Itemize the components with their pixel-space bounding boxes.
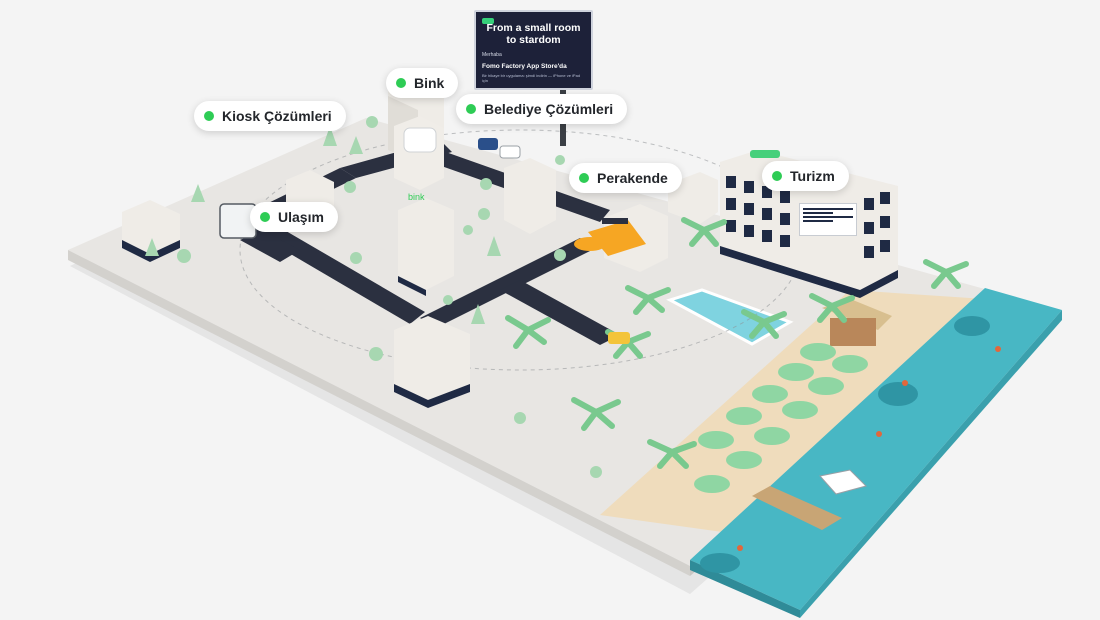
billboard-line-3: Bir hikaye bir uygulama: şimdi indirin —… [482,73,581,83]
status-dot [204,111,214,121]
label-turizm[interactable]: Turizm [762,161,849,191]
billboard-headline: From a small room to stardom [486,22,581,46]
label-text: Belediye Çözümleri [484,101,614,117]
pier [752,486,842,530]
label-perakende[interactable]: Perakende [569,163,682,193]
billboard-tag [482,18,494,24]
taxi [608,332,630,344]
status-dot [579,173,589,183]
info-card-line [803,216,853,218]
trees [145,116,602,478]
label-ulasim[interactable]: Ulaşım [250,202,338,232]
building-sign: bink [408,192,425,202]
label-kiosk-cozumleri[interactable]: Kiosk Çözümleri [194,101,346,131]
info-card-line [803,212,833,214]
label-bink[interactable]: Bink [386,68,459,98]
status-dot [466,104,476,114]
palm-trees [505,217,969,469]
billboard-line-2: Fomo Factory App Store'da [482,63,567,70]
info-card-line [803,208,853,210]
cafe-umbrella [574,237,606,251]
billboard: From a small room to stardom Merhaba Fom… [474,10,593,90]
status-dot [396,78,406,88]
car [478,138,498,150]
label-belediye-cozumleri[interactable]: Belediye Çözümleri [456,94,628,124]
boat [819,469,867,495]
status-dot [772,171,782,181]
label-text: Perakende [597,170,668,186]
label-text: Kiosk Çözümleri [222,108,332,124]
label-text: Turizm [790,168,835,184]
label-text: Ulaşım [278,209,324,225]
hotel-info-card [799,203,857,236]
label-text: Bink [414,75,445,91]
status-dot [260,212,270,222]
sea [690,288,1062,610]
billboard-line-1: Merhaba [482,52,502,58]
info-card-line [803,220,833,222]
car-2 [499,145,521,159]
beach-umbrellas [694,343,868,493]
